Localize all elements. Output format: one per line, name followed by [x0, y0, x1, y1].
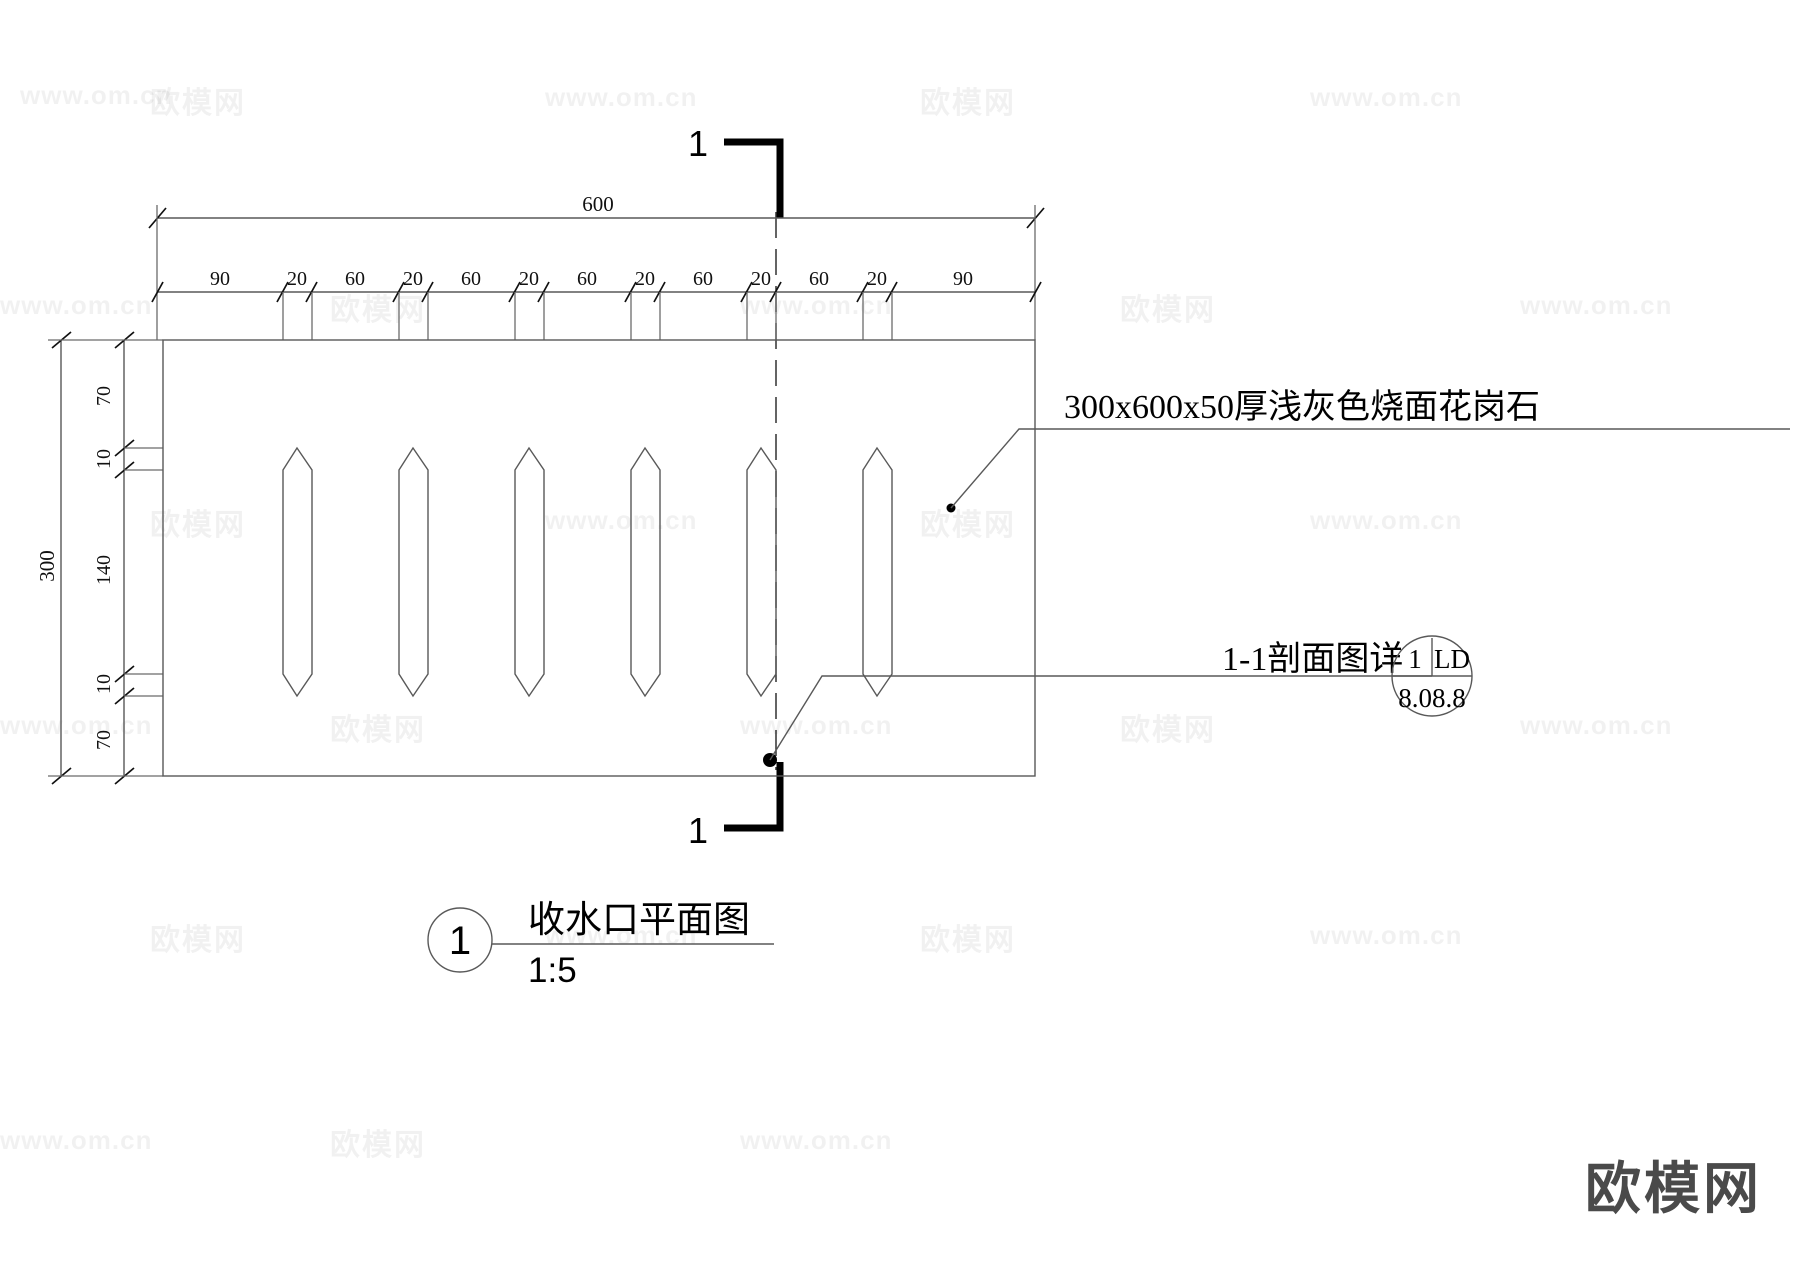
material-note-leader: 300x600x50厚浅灰色烧面花岗石: [946, 388, 1790, 513]
section-marker-bottom: 1: [688, 762, 784, 851]
width-chain-label: 20: [867, 268, 887, 290]
drain-slot: [282, 446, 313, 698]
section-marker-bottom-label: 1: [688, 810, 708, 851]
dimension-height-chain: 70 10 140 10 70: [48, 331, 163, 785]
height-chain-label: 10: [93, 449, 115, 469]
detail-bubble-series: LD: [1434, 644, 1470, 674]
scale-label: 1:5: [528, 951, 577, 990]
width-chain-label: 60: [577, 268, 597, 290]
material-note-label: 300x600x50厚浅灰色烧面花岗石: [1064, 388, 1540, 426]
width-chain-label: 20: [403, 268, 423, 290]
dimension-overall-height: 300: [35, 331, 72, 785]
drain-slot: [398, 446, 429, 698]
height-chain-label: 140: [93, 555, 115, 585]
height-chain-label: 10: [93, 674, 115, 694]
detail-bubble-sheet: 1: [1408, 644, 1422, 674]
drain-slot: [862, 446, 893, 698]
section-detail-label: 1-1剖面图详: [1222, 640, 1403, 678]
detail-reference-bubble[interactable]: 1 LD 8.08.8: [1391, 635, 1473, 717]
width-chain-label: 20: [519, 268, 539, 290]
dimension-width-chain: 90 20 60 20 60 20 60 20 60 20 60 20 90: [151, 268, 1042, 340]
page-title: 收水口平面图: [528, 899, 750, 940]
section-marker-top: 1: [688, 123, 784, 218]
width-chain-label: 20: [751, 268, 771, 290]
dimension-overall-width-label: 600: [582, 192, 614, 216]
width-chain-label: 60: [345, 268, 365, 290]
title-bubble-number: 1: [449, 919, 471, 963]
drain-slot: [514, 446, 545, 698]
drain-slot-group: [282, 446, 893, 698]
width-chain-label: 60: [461, 268, 481, 290]
detail-bubble-number: 8.08.8: [1398, 683, 1466, 713]
height-chain-label: 70: [93, 386, 115, 406]
section-marker-top-label: 1: [688, 123, 708, 164]
width-chain-label: 90: [210, 268, 230, 290]
width-chain-label: 60: [693, 268, 713, 290]
height-chain-label: 70: [93, 730, 115, 750]
title-block: 1 收水口平面图 1:5: [427, 899, 774, 990]
drain-slot: [746, 446, 777, 698]
granite-slab-outline: [162, 339, 1036, 777]
width-chain-label: 20: [635, 268, 655, 290]
title-bubble-circle[interactable]: [427, 907, 493, 973]
drain-slot: [630, 446, 661, 698]
dimension-overall-height-label: 300: [35, 550, 59, 582]
brand-watermark: 欧模网: [1585, 1157, 1762, 1220]
width-chain-label: 20: [287, 268, 307, 290]
width-chain-label: 90: [953, 268, 973, 290]
dimension-overall-width: 600: [148, 192, 1045, 340]
section-detail-leader: 1-1剖面图详: [763, 640, 1432, 767]
width-chain-label: 60: [809, 268, 829, 290]
